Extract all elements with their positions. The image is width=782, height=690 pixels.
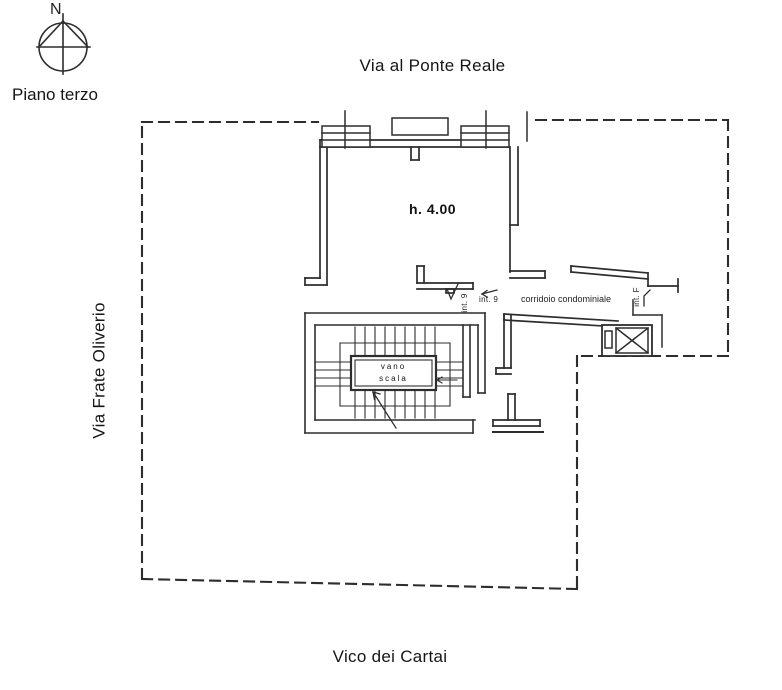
unit-F-label-vertical: int. F (632, 287, 641, 307)
compass-rose-icon (36, 13, 91, 75)
unit-9-label-vertical: int. 9 (460, 293, 469, 313)
landing-divider-wall (416, 265, 474, 294)
staircase-symbol (304, 312, 486, 434)
corridor-walls (503, 265, 679, 327)
elevator-icon (601, 299, 663, 357)
stair-corridor-wall (495, 314, 512, 375)
window-symbols (321, 110, 528, 149)
lower-right-wall (492, 393, 544, 433)
door-arrow-intF (643, 289, 651, 307)
stair-arrow-small (436, 376, 458, 384)
balcony-symbol (391, 117, 449, 136)
door-arrow-int9-vertical (446, 283, 459, 301)
street-name-top: Via al Ponte Reale (359, 56, 506, 75)
floor-title: Piano terzo (12, 85, 98, 104)
street-name-bottom: Vico dei Cartai (332, 647, 448, 666)
unit-9-label-horizontal: int. 9 (479, 295, 499, 304)
door-arrow-int9-horizontal (481, 289, 498, 298)
vano-scala-box (349, 354, 438, 392)
street-name-left: Via Frate Oliverio (89, 302, 109, 439)
stair-treads-lower (354, 390, 436, 419)
stairwell-label: vano scala (379, 362, 408, 383)
room-height-label: h. 4.00 (409, 201, 457, 217)
stair-treads-upper (354, 326, 436, 357)
north-label: N (50, 1, 62, 18)
stairs-direction-arrow (372, 391, 397, 429)
corridor-label: corridoio condominiale (521, 294, 612, 304)
